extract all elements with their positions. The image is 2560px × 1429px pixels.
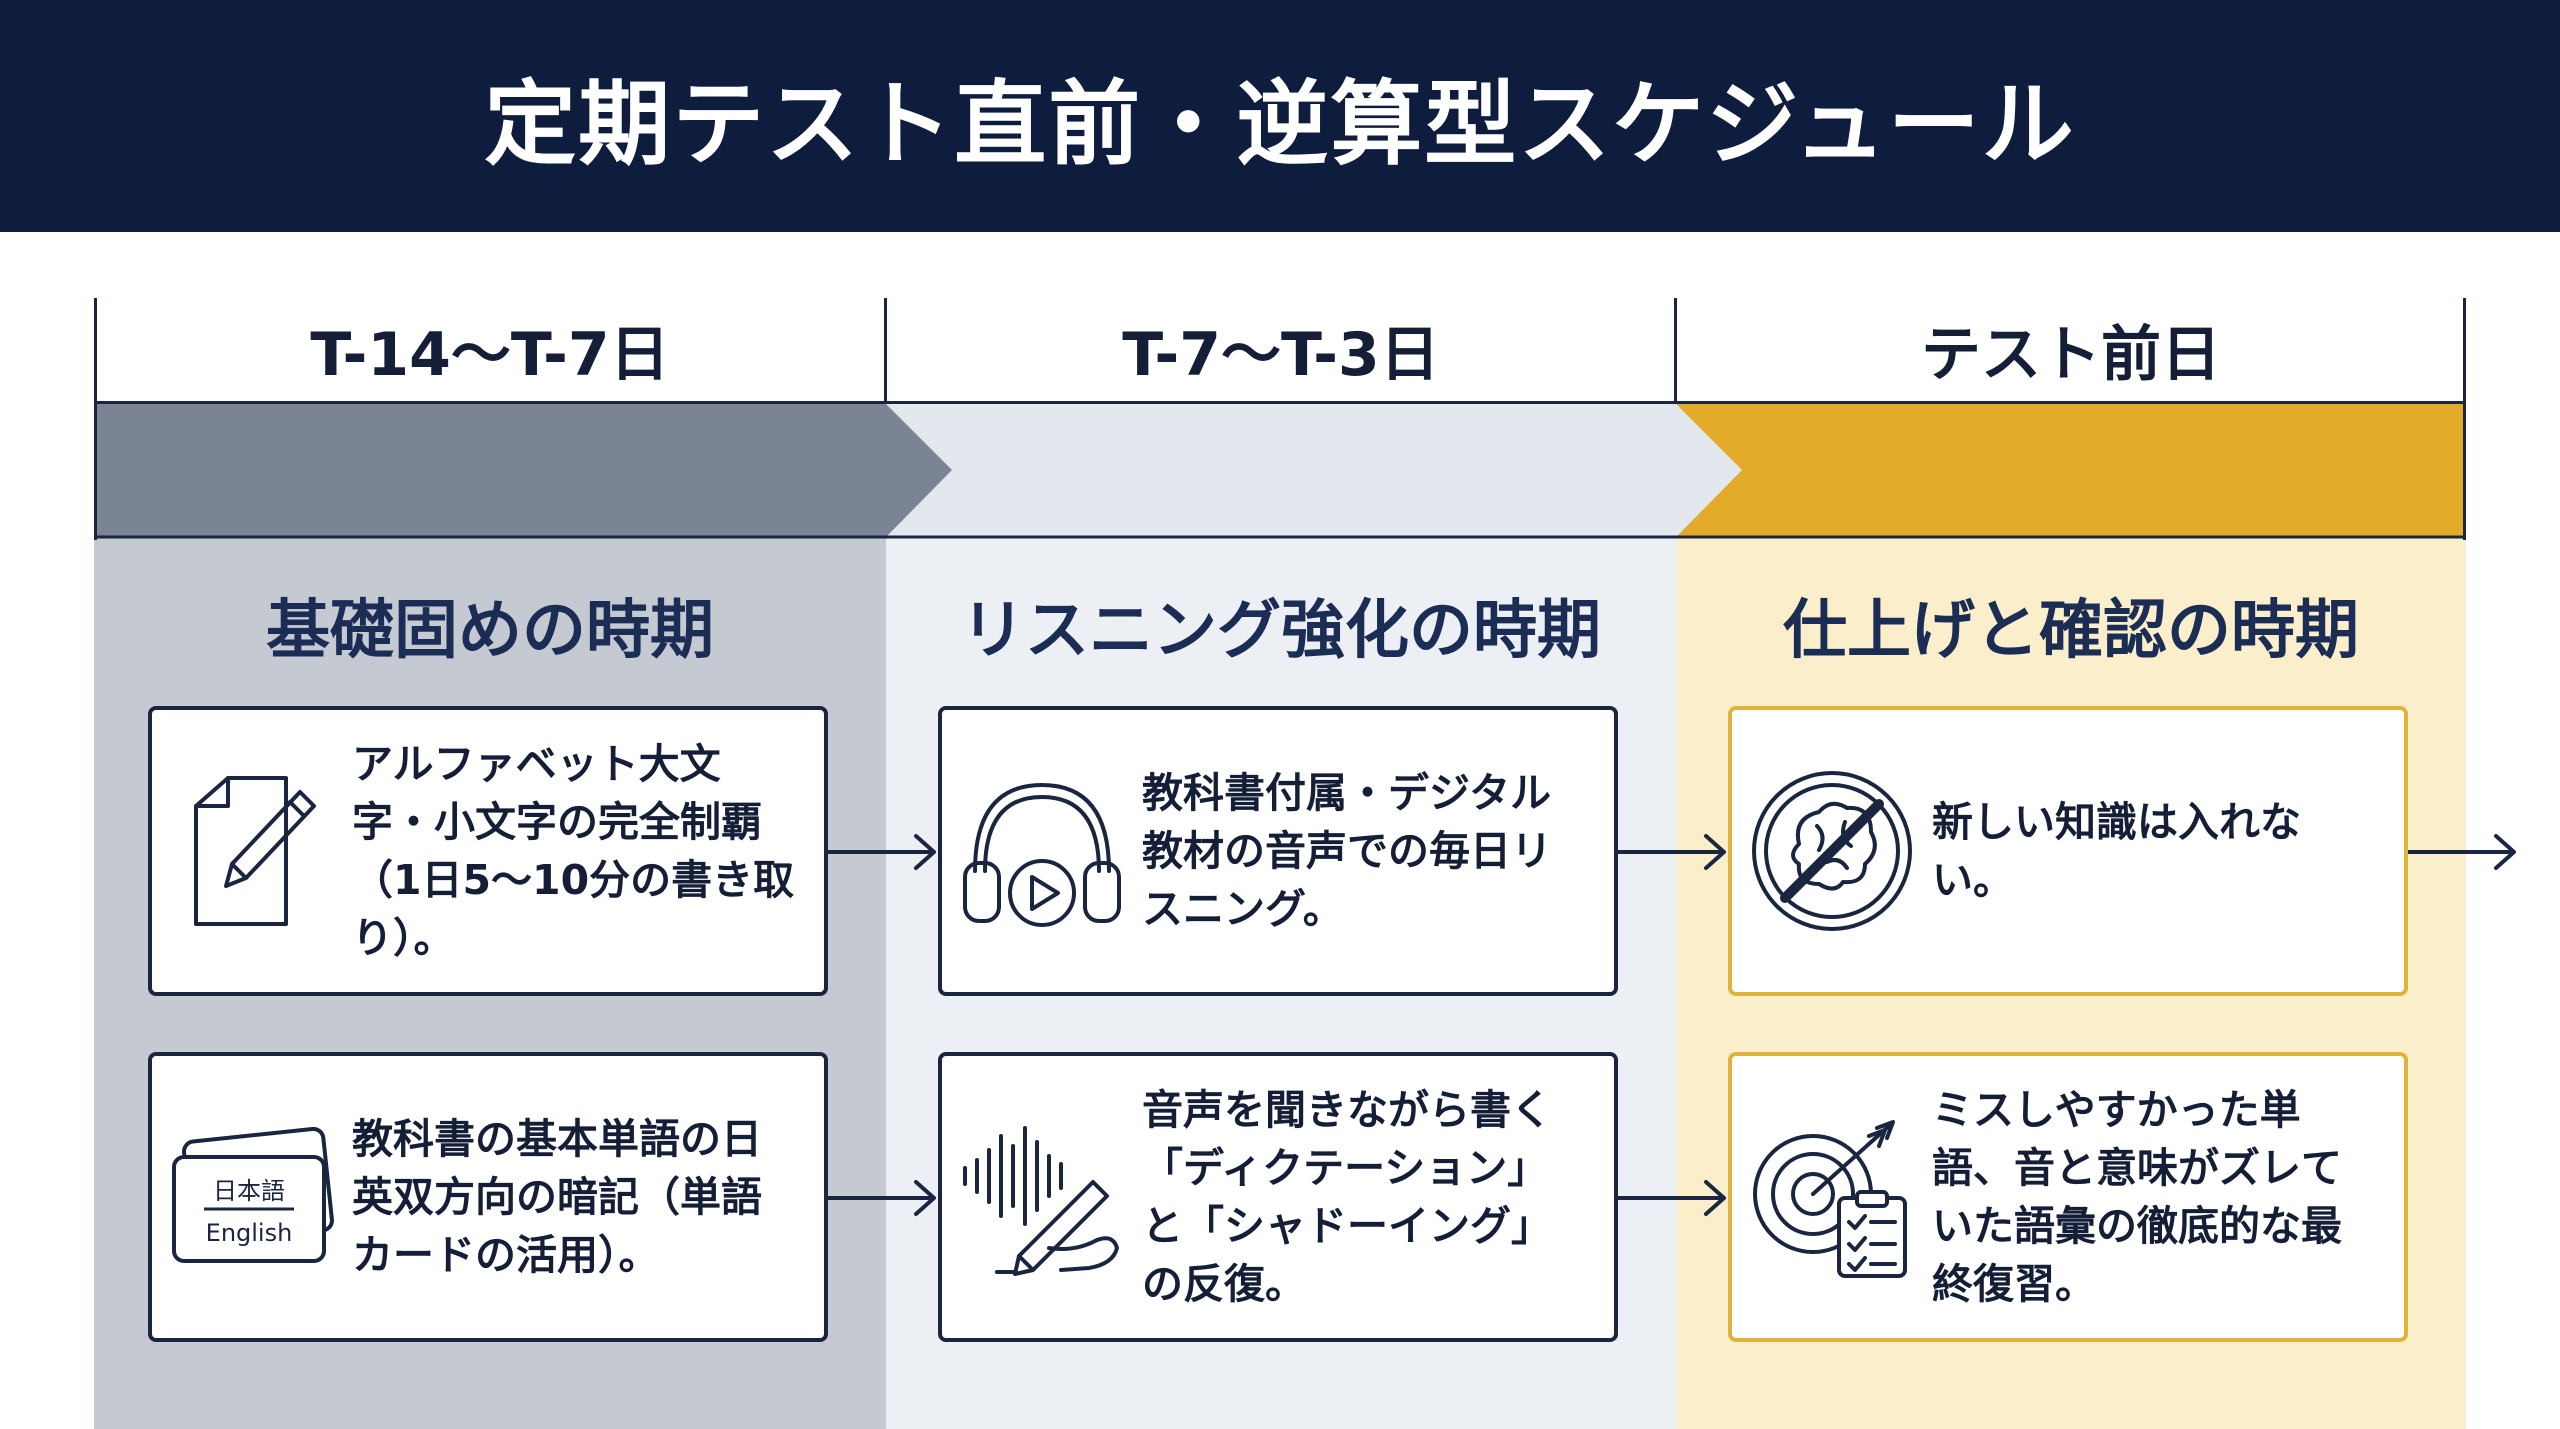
card-text: 教科書付属・デジタル教材の音声での毎日リスニング。: [1142, 769, 1552, 933]
page-title: 定期テスト直前・逆算型スケジュール: [484, 70, 2076, 178]
arrow-right-icon: [828, 1180, 936, 1216]
card-text: 音声を聞きながら書く「ディクテーション」と「シャドーイング」の反復。: [1142, 1086, 1552, 1308]
card-text: 新しい知識は入れない。: [1932, 798, 2301, 904]
arrow-right-icon: [1618, 834, 1726, 870]
phase1-heading: 基礎固めの時期: [266, 594, 714, 668]
phase2-card-2: 音声を聞きながら書く「ディクテーション」と「シャドーイング」の反復。: [938, 1052, 1618, 1342]
timeline-segment-2: [886, 404, 1742, 537]
flashcards-icon: 日本語 English: [152, 1056, 352, 1338]
arrow-right-icon: [1618, 1180, 1726, 1216]
phase2-heading: リスニング強化の時期: [961, 594, 1601, 668]
soundwave-writing-icon: [942, 1056, 1142, 1338]
target-checklist-icon: [1732, 1056, 1932, 1338]
phase3-card-2: ミスしやすかった単語、音と意味がズレていた語彙の徹底的な最終復習。: [1728, 1052, 2408, 1342]
timeline-band: [94, 404, 2466, 540]
phase3-period: テスト前日: [1676, 298, 2466, 404]
divider-line: [1674, 298, 1677, 404]
headphones-play-icon: [942, 710, 1142, 992]
timeline-segment-3: [1676, 404, 2466, 537]
card-text: ミスしやすかった単語、音と意味がズレていた語彙の徹底的な最終復習。: [1932, 1086, 2342, 1308]
divider-line: [94, 298, 97, 404]
phase1-card-2: 日本語 English 教科書の基本単語の日英双方向の暗記（単語カードの活用）。: [148, 1052, 828, 1342]
card-text: アルファベット大文字・小文字の完全制覇（1日5〜10分の書き取り）。: [352, 740, 795, 962]
phase3-card-1: 新しい知識は入れない。: [1728, 706, 2408, 996]
arrow-right-icon: [828, 834, 936, 870]
flashcard-label-bottom: English: [206, 1219, 293, 1247]
arrow-right-icon: [2408, 834, 2516, 870]
phase1-period: T-14〜T-7日: [94, 298, 886, 404]
phase2-period: T-7〜T-3日: [886, 298, 1676, 404]
title-bar: 定期テスト直前・逆算型スケジュール: [0, 0, 2560, 232]
phase3-heading: 仕上げと確認の時期: [1783, 594, 2359, 668]
card-text: 教科書の基本単語の日英双方向の暗記（単語カードの活用）。: [352, 1115, 762, 1279]
flashcard-label-top: 日本語: [213, 1177, 285, 1205]
pencil-paper-icon: [152, 710, 352, 992]
no-new-knowledge-icon: [1732, 710, 1932, 992]
timeline-segment-1: [94, 404, 952, 537]
phase2-card-1: 教科書付属・デジタル教材の音声での毎日リスニング。: [938, 706, 1618, 996]
divider-line: [884, 298, 887, 404]
divider-line: [2463, 298, 2466, 404]
phase1-card-1: アルファベット大文字・小文字の完全制覇（1日5〜10分の書き取り）。: [148, 706, 828, 996]
